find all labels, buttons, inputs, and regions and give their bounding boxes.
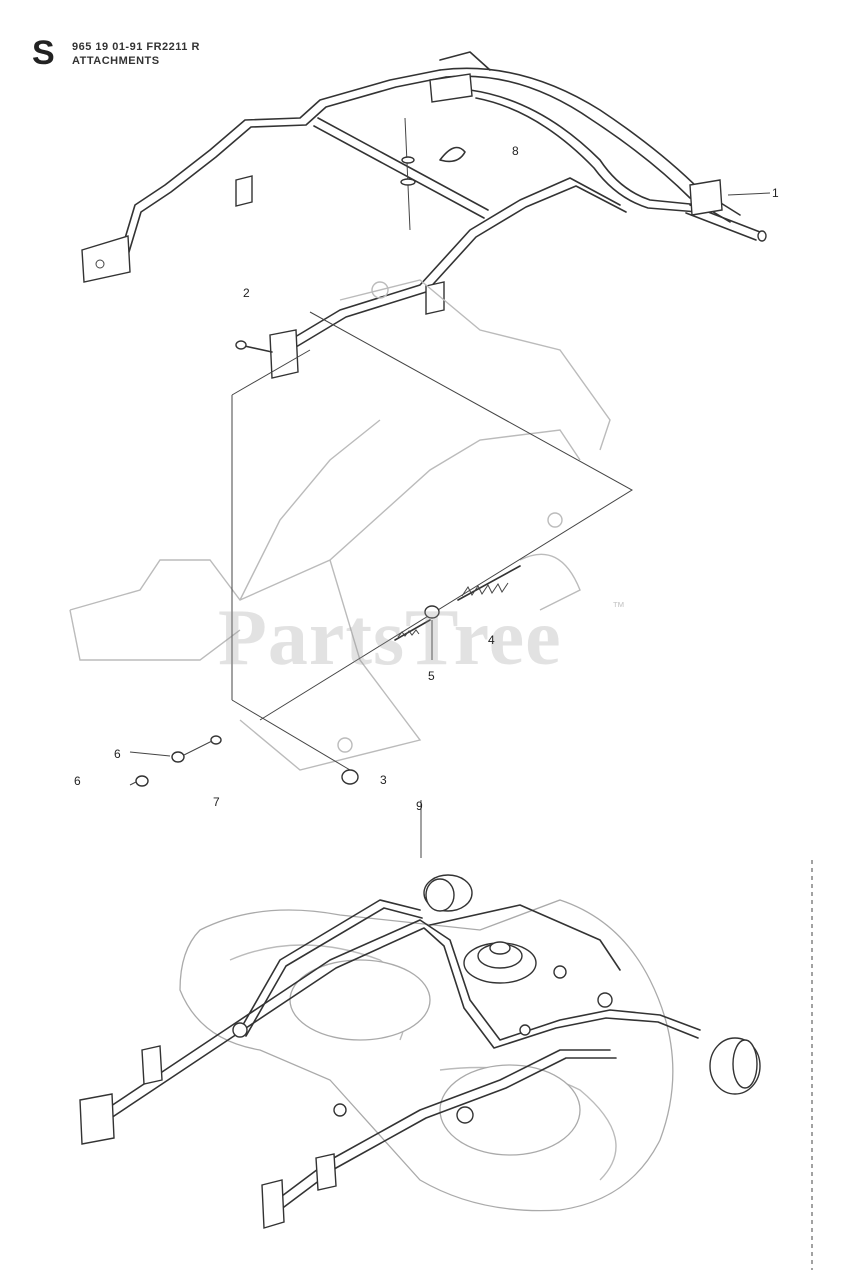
callout-8: 8 (512, 144, 519, 158)
section-title: ATTACHMENTS (72, 55, 160, 67)
part-9-mower-deck (79, 874, 761, 1229)
callout-2: 2 (243, 286, 250, 300)
part-4-spring (394, 565, 521, 641)
model-number: 965 19 01-91 FR2211 R (72, 41, 200, 53)
lift-frame-upper (81, 51, 767, 379)
section-letter: S (32, 34, 55, 72)
parts-6-7-nuts (129, 735, 359, 787)
trademark-symbol: ™ (612, 599, 625, 614)
callout-6-secondary: 6 (74, 774, 81, 788)
callout-3: 3 (380, 773, 387, 787)
callout-7: 7 (213, 795, 220, 809)
part-5-washer (424, 605, 440, 660)
callout-5: 5 (428, 669, 435, 683)
callout-4: 4 (488, 633, 495, 647)
callout-9: 9 (416, 799, 423, 813)
callout-1: 1 (772, 186, 779, 200)
assembly-guide-lines (231, 311, 633, 771)
callout-6: 6 (114, 747, 121, 761)
watermark-text: PartsTree (218, 594, 562, 682)
part-2-bolt (235, 340, 273, 353)
callout-leaders (420, 192, 771, 858)
tractor-frame-outline (69, 279, 611, 771)
